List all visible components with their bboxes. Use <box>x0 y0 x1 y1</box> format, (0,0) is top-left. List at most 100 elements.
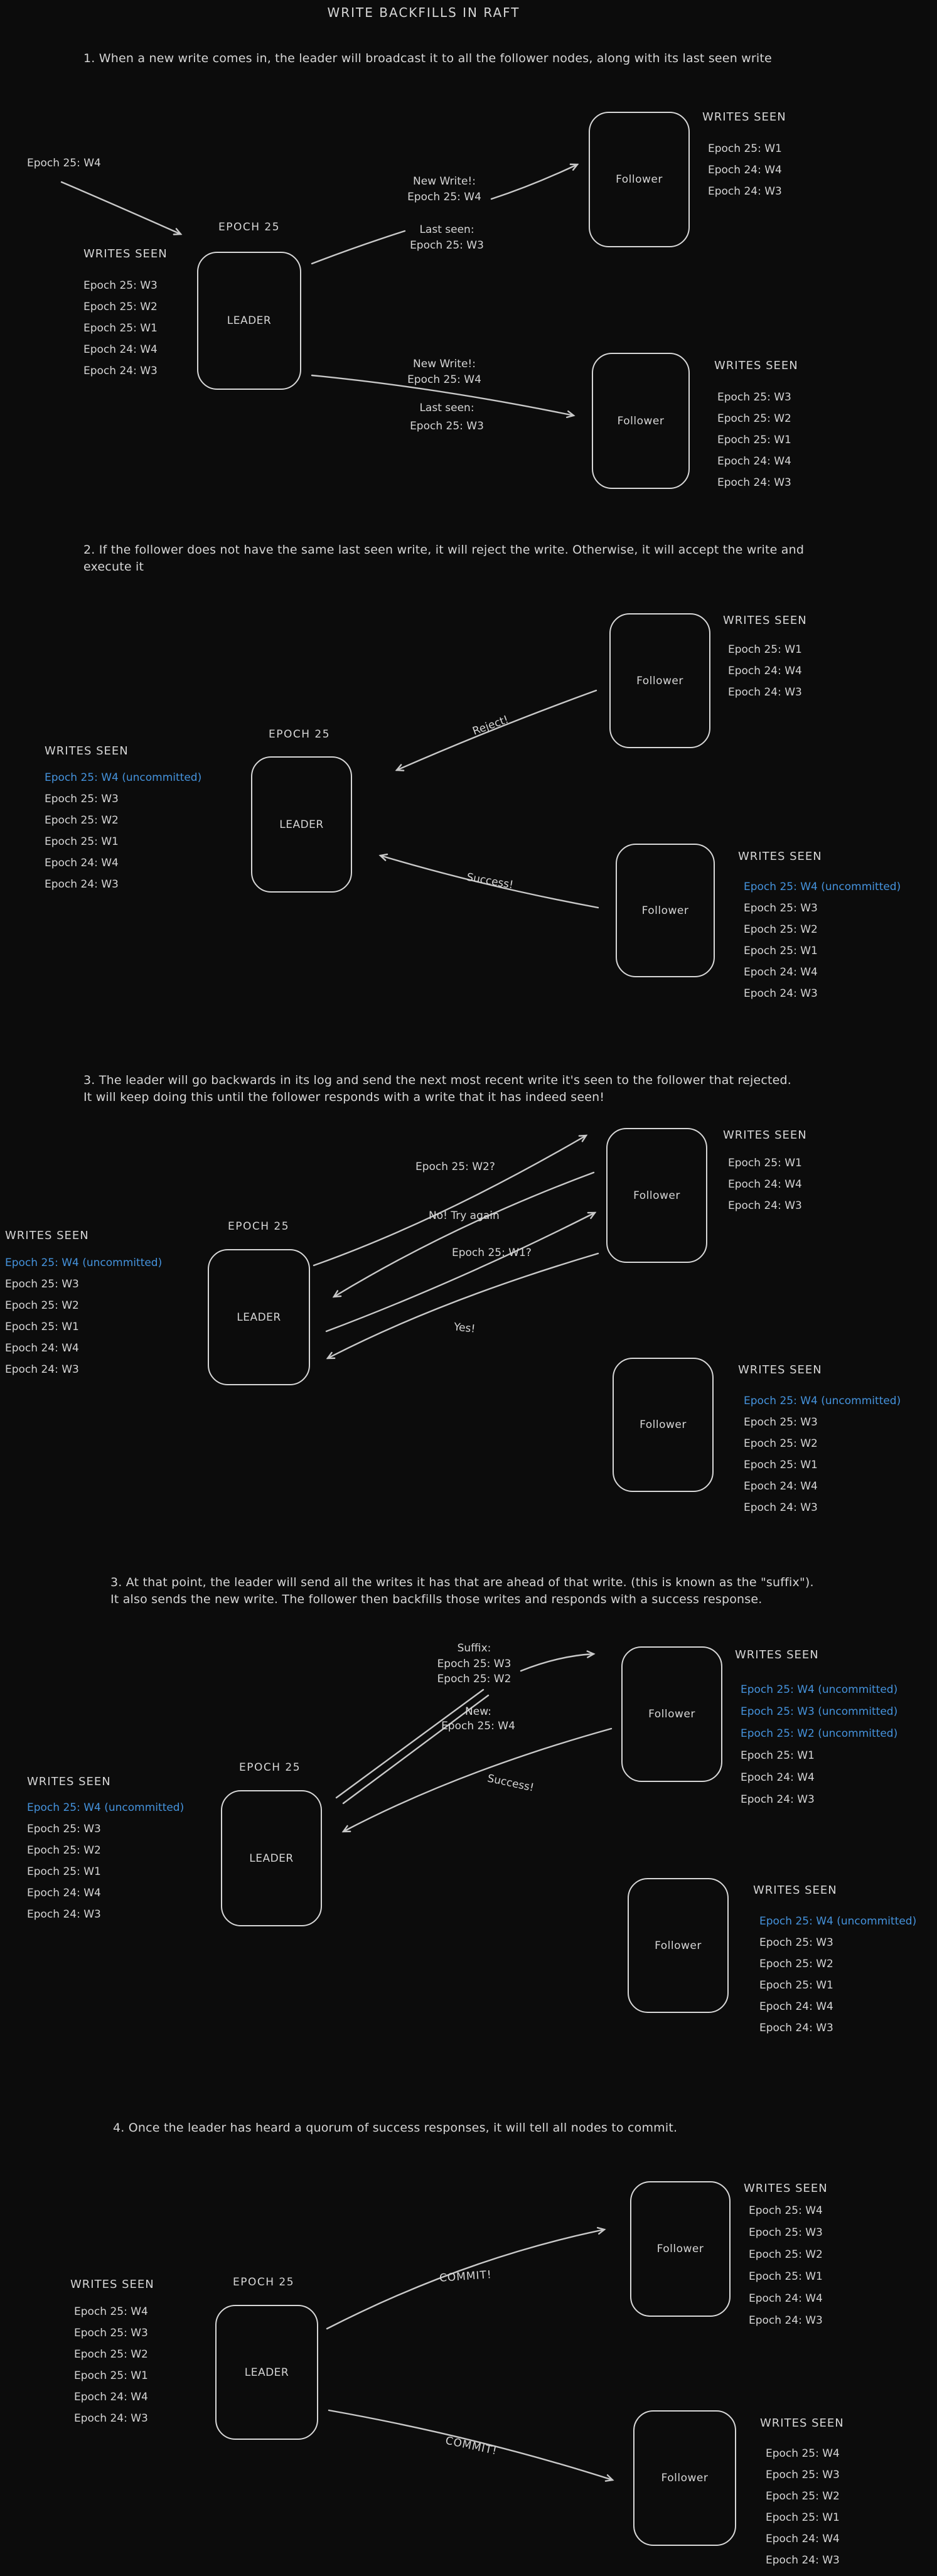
follower-label: Follower <box>656 2243 704 2255</box>
writes-seen-heading: WRITES SEEN <box>5 1229 89 1242</box>
leader-writes-list-3: Epoch 25: W4 (uncommitted) Epoch 25: W3 … <box>5 1252 162 1380</box>
write-entry: Epoch 24: W4 <box>74 2391 148 2403</box>
writes-seen-heading: WRITES SEEN <box>738 850 822 863</box>
leader-label: LEADER <box>237 1311 281 1324</box>
write-entry: Epoch 25: W2 <box>45 814 119 827</box>
write-entry: Epoch 25: W3 <box>744 1416 818 1429</box>
arrow-probe-w1 <box>325 1211 597 1333</box>
step-caption-1: 1. When a new write comes in, the leader… <box>83 50 772 67</box>
success-label: Success! <box>465 871 515 892</box>
message-label: New Write!: <box>413 358 476 370</box>
follower-top-node-1: Follower <box>589 112 690 247</box>
write-entry: Epoch 25: W3 <box>27 1823 101 1835</box>
follower-top-writes-list-5: Epoch 25: W4 Epoch 25: W3 Epoch 25: W2 E… <box>749 2200 823 2332</box>
write-entry: Epoch 24: W4 <box>744 966 818 979</box>
follower-top-node-3: Follower <box>606 1128 707 1263</box>
write-entry: Epoch 25: W3 <box>45 793 119 805</box>
arrow-suffix <box>520 1650 596 1672</box>
message-label: Epoch 25: W4 <box>407 191 481 203</box>
write-entry: Epoch 25: W1 <box>74 2369 148 2382</box>
write-entry: Epoch 24: W3 <box>749 2314 823 2327</box>
write-entry: Epoch 24: W3 <box>728 686 802 699</box>
follower-bottom-writes-list-3: Epoch 25: W4 (uncommitted) Epoch 25: W3 … <box>744 1390 901 1518</box>
write-entry: Epoch 24: W4 <box>741 1771 815 1784</box>
arrow-no-try-again <box>332 1171 595 1298</box>
write-entry-uncommitted: Epoch 25: W4 (uncommitted) <box>744 1395 901 1407</box>
step-line: It will keep doing this until the follow… <box>83 1090 605 1104</box>
write-entry: Epoch 24: W4 <box>766 2533 840 2545</box>
write-entry: Epoch 25: W1 <box>766 2511 840 2524</box>
follower-label: Follower <box>640 1419 687 1431</box>
write-entry-uncommitted: Epoch 25: W4 (uncommitted) <box>744 881 901 893</box>
epoch-badge-5: EPOCH 25 <box>233 2276 295 2289</box>
step-line: It also sends the new write. The followe… <box>110 1592 763 1606</box>
arrow-yes <box>326 1252 599 1360</box>
write-entry-uncommitted: Epoch 25: W4 (uncommitted) <box>759 1915 917 1928</box>
writes-seen-heading: WRITES SEEN <box>70 2278 154 2291</box>
epoch-badge-4: EPOCH 25 <box>239 1761 301 1774</box>
writes-seen-heading: WRITES SEEN <box>744 2182 828 2195</box>
write-entry: Epoch 25: W2 <box>749 2248 823 2261</box>
follower-bottom-writes-list-1: Epoch 25: W3 Epoch 25: W2 Epoch 25: W1 E… <box>717 387 791 493</box>
write-entry: Epoch 24: W3 <box>759 2022 833 2034</box>
write-entry: Epoch 24: W4 <box>83 343 158 356</box>
follower-top-writes-list-1: Epoch 25: W1 Epoch 24: W4 Epoch 24: W3 <box>708 138 782 202</box>
arrow-probe-w2 <box>313 1134 588 1267</box>
commit-label-bottom: COMMIT! <box>444 2434 498 2458</box>
write-entry: Epoch 25: W2 <box>5 1299 79 1312</box>
step-line: 2. If the follower does not have the sam… <box>83 543 805 557</box>
write-entry: Epoch 25: W3 <box>83 279 158 292</box>
leader-label: LEADER <box>249 1852 294 1865</box>
writes-seen-heading: WRITES SEEN <box>27 1775 111 1788</box>
write-entry: Epoch 24: W3 <box>83 365 158 377</box>
follower-label: Follower <box>636 674 683 687</box>
write-entry: Epoch 25: W1 <box>728 643 802 656</box>
writes-seen-heading: WRITES SEEN <box>723 1129 807 1142</box>
writes-seen-heading: WRITES SEEN <box>714 359 798 372</box>
write-entry: Epoch 24: W4 <box>759 2000 833 2013</box>
yes-label: Yes! <box>453 1321 476 1336</box>
write-entry: Epoch 24: W3 <box>766 2554 840 2567</box>
write-entry: Epoch 25: W3 <box>744 902 818 915</box>
write-entry: Epoch 25: W1 <box>744 945 818 957</box>
epoch-badge-1: EPOCH 25 <box>218 221 281 233</box>
write-entry: Epoch 25: W2 <box>717 412 791 425</box>
message-label: Epoch 25: W3 <box>410 420 484 432</box>
writes-seen-heading: WRITES SEEN <box>753 1884 837 1897</box>
follower-top-writes-list-4: Epoch 25: W4 (uncommitted) Epoch 25: W3 … <box>741 1679 897 1811</box>
follower-bottom-writes-list-2: Epoch 25: W4 (uncommitted) Epoch 25: W3 … <box>744 876 901 1004</box>
write-entry: Epoch 24: W3 <box>5 1363 79 1376</box>
leader-writes-list-4: Epoch 25: W4 (uncommitted) Epoch 25: W3 … <box>27 1797 184 1925</box>
follower-label: Follower <box>648 1708 695 1720</box>
step-caption-2: 2. If the follower does not have the sam… <box>83 542 804 576</box>
follower-top-node-2: Follower <box>609 613 710 748</box>
step-caption-5: 4. Once the leader has heard a quorum of… <box>113 2120 677 2137</box>
follower-label: Follower <box>617 414 665 427</box>
write-entry-uncommitted: Epoch 25: W2 (uncommitted) <box>741 1727 898 1740</box>
write-entry-uncommitted: Epoch 25: W3 (uncommitted) <box>741 1705 898 1718</box>
follower-top-writes-list-2: Epoch 25: W1 Epoch 24: W4 Epoch 24: W3 <box>728 639 802 703</box>
write-entry: Epoch 24: W4 <box>749 2292 823 2305</box>
step-caption-3: 3. The leader will go backwards in its l… <box>83 1072 791 1106</box>
write-entry: Epoch 24: W3 <box>27 1908 101 1921</box>
write-entry: Epoch 24: W4 <box>708 164 782 176</box>
write-entry: Epoch 24: W4 <box>5 1342 79 1355</box>
write-entry: Epoch 25: W1 <box>27 1865 101 1878</box>
message-label: Epoch 25: W4 <box>407 373 481 386</box>
writes-seen-heading: WRITES SEEN <box>45 744 129 758</box>
write-entry: Epoch 24: W4 <box>728 665 802 677</box>
write-entry: Epoch 25: W3 <box>766 2469 840 2481</box>
write-entry: Epoch 25: W2 <box>759 1958 833 1970</box>
write-entry: Epoch 25: W3 <box>759 1936 833 1949</box>
commit-label-top: COMMIT! <box>439 2268 493 2285</box>
write-entry: Epoch 25: W2 <box>83 301 158 313</box>
suffix-write: Epoch 25: W3 <box>437 1658 511 1670</box>
message-label: New Write!: <box>413 175 476 188</box>
leader-label: LEADER <box>279 818 324 831</box>
follower-bottom-writes-list-5: Epoch 25: W4 Epoch 25: W3 Epoch 25: W2 E… <box>766 2443 840 2571</box>
step-line: execute it <box>83 560 144 574</box>
writes-seen-heading: WRITES SEEN <box>83 247 168 260</box>
leader-node-4: LEADER <box>221 1790 322 1926</box>
write-entry: Epoch 25: W3 <box>717 391 791 404</box>
write-entry: Epoch 25: W1 <box>5 1321 79 1333</box>
